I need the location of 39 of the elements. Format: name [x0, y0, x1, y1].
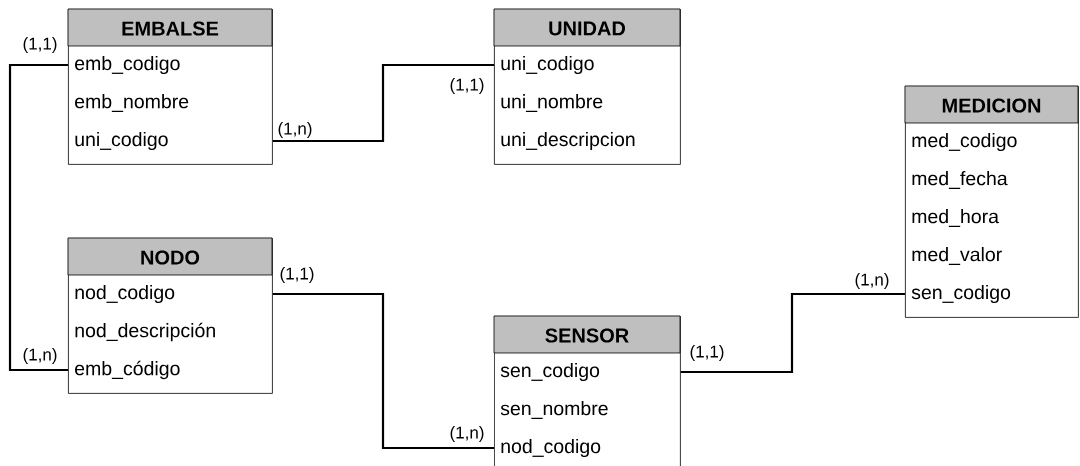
cardinality-label: (1,n) — [278, 122, 312, 138]
attribute-name: med_hora — [912, 209, 999, 227]
attribute-name: sen_codigo — [911, 284, 1011, 304]
entity-header: EMBALSE — [67, 8, 273, 47]
attribute-name: emb_nombre — [75, 94, 189, 112]
connector-line — [272, 63, 494, 143]
attribute-name: med_fecha — [912, 171, 1008, 189]
attribute-name: nod_codigo — [501, 438, 601, 458]
attribute-name: nod_codigo — [75, 284, 175, 304]
attribute-name: uni_codigo — [75, 131, 168, 151]
attribute-name: emb_codigo — [75, 55, 180, 75]
connector-line — [8, 63, 68, 372]
attribute-name: sen_nombre — [500, 401, 608, 419]
entity-table — [904, 85, 1079, 318]
connector-line — [680, 292, 905, 374]
entity-table — [67, 8, 273, 165]
attribute-name: emb_código — [75, 360, 180, 380]
attribute-name: uni_descripcion — [501, 131, 635, 151]
entity-table — [67, 237, 273, 394]
cardinality-label: (1,1) — [23, 37, 57, 53]
attribute-name: nod_descripción — [75, 322, 215, 342]
attribute-name: uni_nombre — [501, 94, 603, 112]
cardinality-label: (1,n) — [450, 426, 484, 442]
entity-table — [493, 8, 681, 165]
cardinality-label: (1,n) — [23, 348, 57, 364]
entity-table — [493, 315, 681, 466]
attribute-name: med_codigo — [912, 132, 1017, 152]
entity-header: SENSOR — [493, 315, 681, 354]
attribute-name: sen_codigo — [500, 362, 600, 382]
entity-header: UNIDAD — [493, 8, 681, 47]
entity-header: NODO — [67, 237, 273, 276]
attribute-name: uni_codigo — [501, 55, 594, 75]
cardinality-label: (1,1) — [690, 345, 724, 361]
attribute-name: med_valor — [912, 247, 1002, 265]
cardinality-label: (1,n) — [855, 273, 889, 289]
cardinality-label: (1,1) — [280, 267, 314, 283]
entity-header: MEDICION — [904, 85, 1079, 124]
connector-line — [272, 292, 494, 450]
cardinality-label: (1,1) — [450, 78, 484, 94]
